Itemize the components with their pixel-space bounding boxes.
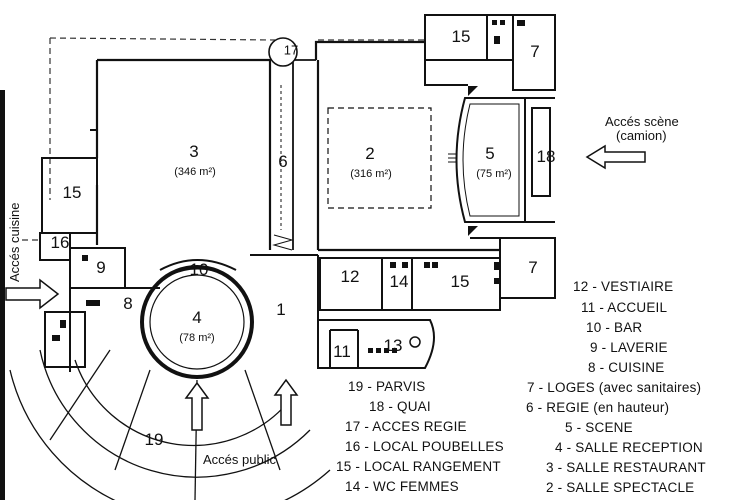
bottom-right-fixtures [494, 262, 500, 284]
arrow-access-cuisine [5, 278, 60, 310]
room-1-number: 1 [276, 300, 286, 319]
room-2-dashed-area [327, 107, 432, 209]
room-7-top-number: 7 [530, 42, 540, 61]
room-5-area: (75 m²) [476, 168, 512, 180]
spiral-stair-zigzag [272, 234, 294, 251]
bottom-room-row [319, 257, 501, 311]
legend-item-9: 9 - LAVERIE [590, 340, 668, 355]
legend-item-19: 19 - PARVIS [348, 379, 426, 394]
stage-side-steps [448, 153, 456, 163]
legend-item-18: 18 - QUAI [369, 399, 431, 414]
top-right-fixtures [492, 20, 525, 44]
legend-item-17: 17 - ACCES REGIE [345, 419, 467, 434]
room-3-area: (346 m²) [174, 166, 216, 178]
room-5-number: 5 [485, 144, 495, 163]
room-16-number: 16 [50, 233, 70, 252]
bar-10-inner [167, 268, 229, 277]
room-10-number: 10 [189, 260, 209, 279]
bottom-row-fixtures [390, 262, 438, 268]
room-15-top-number: 15 [451, 27, 471, 46]
legend-item-2: 2 - SALLE SPECTACLE [546, 480, 695, 495]
room-4-area: (78 m²) [179, 332, 215, 344]
accueil-area [317, 319, 435, 369]
room-11-number: 11 [333, 342, 351, 361]
hall-1-walls [250, 254, 319, 320]
spiral-stair-17 [268, 37, 298, 67]
bar-10 [159, 259, 237, 271]
legend-item-6: 6 - REGIE (en hauteur) [526, 400, 670, 415]
room-3-walls [95, 58, 272, 250]
room-7-bottom-number: 7 [528, 258, 538, 277]
legend-item-5: 5 - SCENE [565, 420, 633, 435]
room-8-number: 8 [123, 294, 133, 313]
arrow-access-public-right [273, 378, 299, 426]
room-15-bottom-number: 15 [450, 272, 470, 291]
left-wall [0, 90, 5, 500]
room-13-number: 13 [383, 336, 403, 355]
access-cuisine-label: Accés cuisine [7, 202, 22, 282]
room-6-number: 6 [278, 152, 288, 171]
legend-item-3: 3 - SALLE RESTAURANT [546, 460, 706, 475]
room-3-number: 3 [189, 142, 199, 161]
arrow-access-public-left [184, 381, 210, 431]
room-4-inner [149, 274, 245, 370]
room-15-left-number: 15 [62, 183, 82, 202]
room-17-number: 17 [283, 42, 299, 58]
legend-item-12: 12 - VESTIAIRE [573, 279, 674, 294]
bottom-right-room-7 [470, 237, 556, 299]
legend-item-15: 15 - LOCAL RANGEMENT [336, 459, 501, 474]
access-public-label: Accés public [203, 452, 276, 467]
regie-corridor [269, 59, 316, 250]
access-scene-label-line1: Accés scène [605, 114, 679, 129]
legend-item-10: 10 - BAR [586, 320, 643, 335]
top-right-rooms [424, 14, 556, 91]
room-4-number: 4 [192, 308, 202, 327]
room-2-area: (316 m²) [350, 168, 392, 180]
legend-item-8: 8 - CUISINE [588, 360, 665, 375]
room-19-number: 19 [144, 430, 164, 449]
parvis-arcs [9, 349, 331, 500]
room-18-number: 18 [536, 147, 556, 166]
room-9-number: 9 [96, 258, 106, 277]
access-scene-label-line2: (camion) [616, 128, 667, 143]
left-room-fixtures [52, 255, 100, 341]
room-4-outer [140, 265, 254, 379]
stage-corner-marks [468, 86, 478, 236]
accueil-fixtures [368, 336, 421, 353]
legend-item-7: 7 - LOGES (avec sanitaires) [527, 380, 702, 395]
room-2-number: 2 [365, 144, 375, 163]
legend-item-4: 4 - SALLE RECEPTION [555, 440, 703, 455]
legend-item-16: 16 - LOCAL POUBELLES [345, 439, 504, 454]
legend-item-14: 14 - WC FEMMES [345, 479, 459, 494]
arrow-access-scene [585, 144, 646, 170]
room-2-walls [314, 40, 500, 252]
room-14-number: 14 [389, 272, 409, 291]
stage-5 [455, 97, 555, 223]
outer-dashed-boundary [22, 37, 425, 241]
legend-item-11: 11 - ACCUEIL [581, 300, 668, 315]
left-rooms [39, 157, 160, 372]
room-12-number: 12 [340, 267, 360, 286]
